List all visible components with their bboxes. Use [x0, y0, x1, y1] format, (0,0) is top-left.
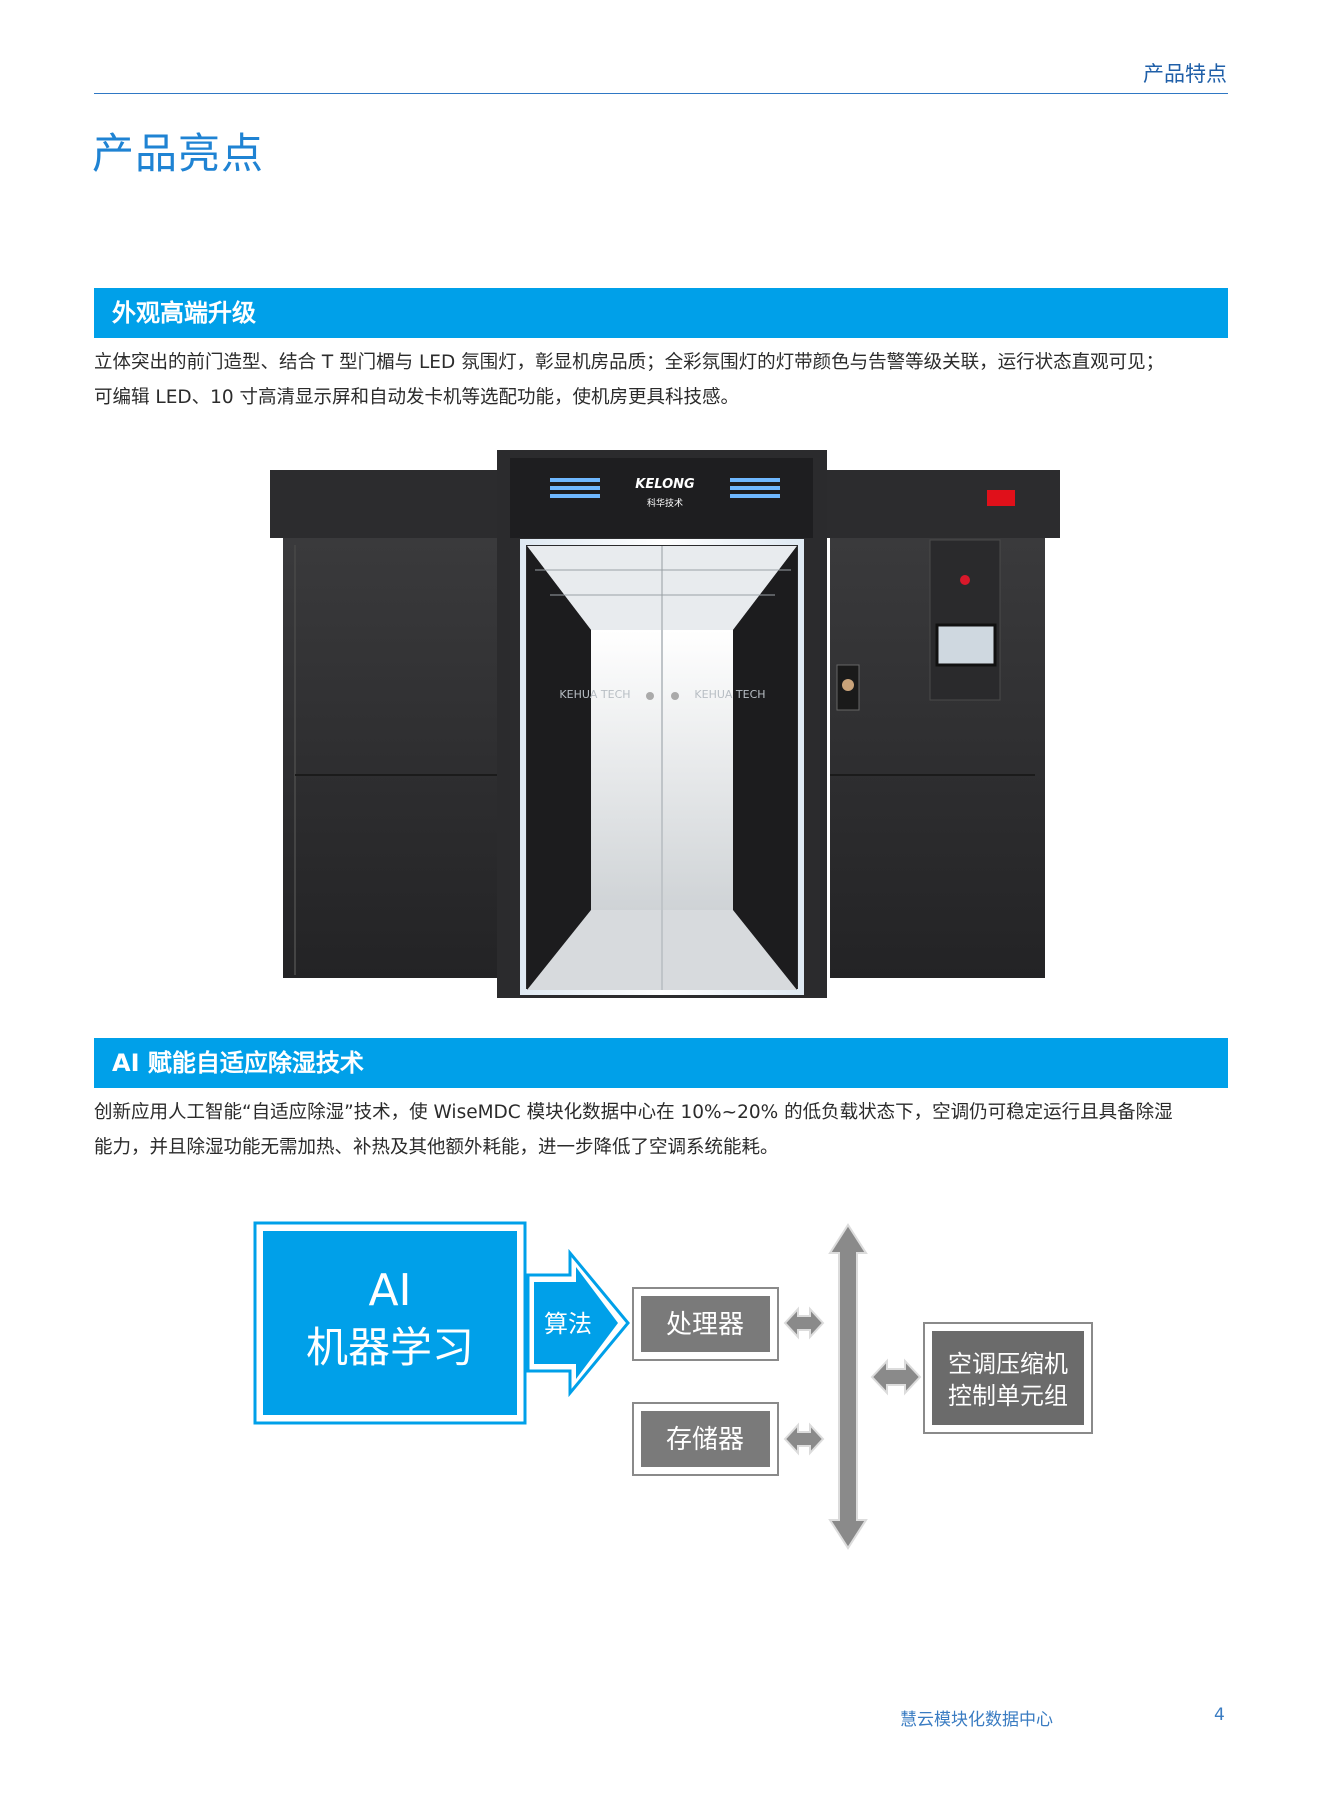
- controller-bus-arrow: [870, 1358, 922, 1396]
- left-cabinet: [283, 538, 498, 978]
- product-image-modular-datacenter: KELONG 科华技术 KEHUA TECH KEHUA TECH: [270, 450, 1060, 998]
- door-glow: [520, 539, 804, 995]
- algorithm-label: 算法: [544, 1310, 592, 1338]
- ai-box: [263, 1231, 517, 1415]
- aisle-rack-right: [733, 546, 797, 990]
- control-panel: [929, 539, 1001, 701]
- storage-bus-arrow: [783, 1422, 825, 1456]
- section1-line-2: 可编辑 LED、10 寸高清显示屏和自动发卡机等选配功能，使机房更具科技感。: [94, 387, 740, 408]
- header-divider: [94, 93, 1228, 94]
- processor-label: 处理器: [666, 1310, 744, 1340]
- footer-page-number: 4: [1214, 1705, 1225, 1725]
- controller-line1: 空调压缩机: [948, 1350, 1068, 1378]
- storage-label: 存储器: [666, 1425, 744, 1455]
- algorithm-arrow: [534, 1267, 618, 1379]
- led-dots-left: [550, 478, 600, 498]
- alarm-light: [987, 490, 1015, 506]
- led-dots-right: [730, 478, 780, 498]
- controller-line2: 控制单元组: [948, 1382, 1068, 1410]
- door-logo: KELONG: [635, 477, 695, 492]
- processor-bus-arrow: [783, 1306, 825, 1340]
- hmi-screen: [935, 623, 997, 667]
- ai-box-line2: 机器学习: [306, 1323, 474, 1372]
- door-logo-sub: 科华技术: [647, 497, 683, 509]
- emergency-button: [960, 575, 970, 585]
- controller-box: [932, 1331, 1084, 1425]
- section1-line-1: 立体突出的前门造型、结合 T 型门楣与 LED 氛围灯，彰显机房品质；全彩氛围灯…: [94, 352, 1165, 373]
- header-section-label: 产品特点: [1143, 62, 1227, 86]
- door-glass-text-right: KEHUA TECH: [694, 688, 765, 701]
- section2-line-1: 创新应用人工智能“自适应除湿”技术，使 WiseMDC 模块化数据中心在 10%…: [94, 1102, 1173, 1123]
- right-roof: [825, 470, 1060, 538]
- ai-dehumidify-diagram: AI 机器学习 算法 处理器 存储器 空调压缩机 控制单元组: [253, 1221, 1093, 1550]
- section-title-appearance: 外观高端升级: [94, 288, 1228, 338]
- door-glass-text-left: KEHUA TECH: [559, 688, 630, 701]
- system-bus: [828, 1223, 868, 1550]
- storage-box: [641, 1411, 770, 1467]
- aisle-rack-left: [527, 546, 591, 990]
- section2-line-2: 能力，并且除湿功能无需加热、补热及其他额外耗能，进一步降低了空调系统能耗。: [94, 1137, 779, 1158]
- processor-box: [641, 1296, 770, 1352]
- page-title: 产品亮点: [92, 129, 265, 178]
- footer-doc-title: 慧云模块化数据中心: [900, 1710, 1053, 1730]
- section-title-ai-dehumidify: AI 赋能自适应除湿技术: [94, 1038, 1228, 1088]
- section2-paragraph: 创新应用人工智能“自适应除湿”技术，使 WiseMDC 模块化数据中心在 10%…: [94, 1095, 1234, 1165]
- section1-paragraph: 立体突出的前门造型、结合 T 型门楣与 LED 氛围灯，彰显机房品质；全彩氛围灯…: [94, 345, 1234, 415]
- ai-box-line1: AI: [368, 1265, 411, 1316]
- left-roof: [270, 470, 510, 538]
